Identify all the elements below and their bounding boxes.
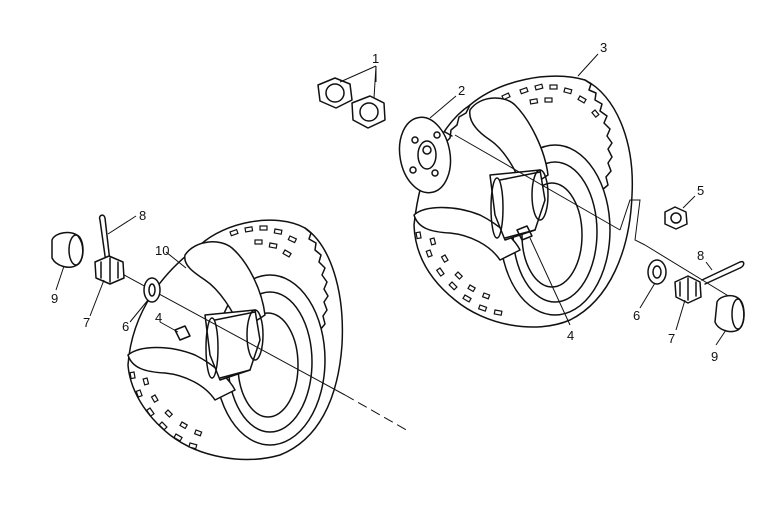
left-tread-blocks [129,225,298,450]
left-wheel-assembly [51,214,411,461]
right-castle-nut-7 [674,275,702,304]
callout-5: 5 [697,183,704,198]
callout-10: 10 [155,243,169,258]
right-axle-jog [619,199,646,246]
callout-6-right: 6 [633,308,640,323]
callout-7-right: 7 [668,331,675,346]
callout-8-left: 8 [139,208,146,223]
right-tread-blocks [415,83,600,316]
callout-8-right: 8 [697,248,704,263]
callout-6-left: 6 [122,319,129,334]
callout-7-left: 7 [83,315,90,330]
right-hub-cap [714,294,745,333]
right-hub-plate [398,116,453,194]
callout-3: 3 [600,40,607,55]
left-rim [127,241,326,446]
right-axle-line-out [644,244,736,301]
left-washer [143,277,161,303]
left-cotter-pin [98,214,111,264]
callout-1: 1 [372,51,379,66]
left-hub-cap [51,231,84,268]
right-axle-line [454,134,621,231]
right-wheel-assembly [317,75,745,333]
callout-labels: 1 2 3 4 5 6 7 8 9 8 9 7 6 10 4 [51,40,718,364]
right-lug-nuts [317,77,386,129]
callout-9-left: 9 [51,291,58,306]
left-castle-nut [94,255,125,285]
right-axle-pin [516,225,533,241]
callout-2: 2 [458,83,465,98]
callout-leaders [55,53,727,346]
right-rim [413,97,611,316]
left-axle-line-dashed [344,394,411,433]
callout-4-left: 4 [155,310,162,325]
callout-9-right: 9 [711,349,718,364]
right-castle-nut-5 [664,206,688,230]
left-axle-pin [174,325,191,341]
right-washer [647,259,667,285]
right-cotter-pin [701,260,745,285]
callout-4-right: 4 [567,328,574,343]
